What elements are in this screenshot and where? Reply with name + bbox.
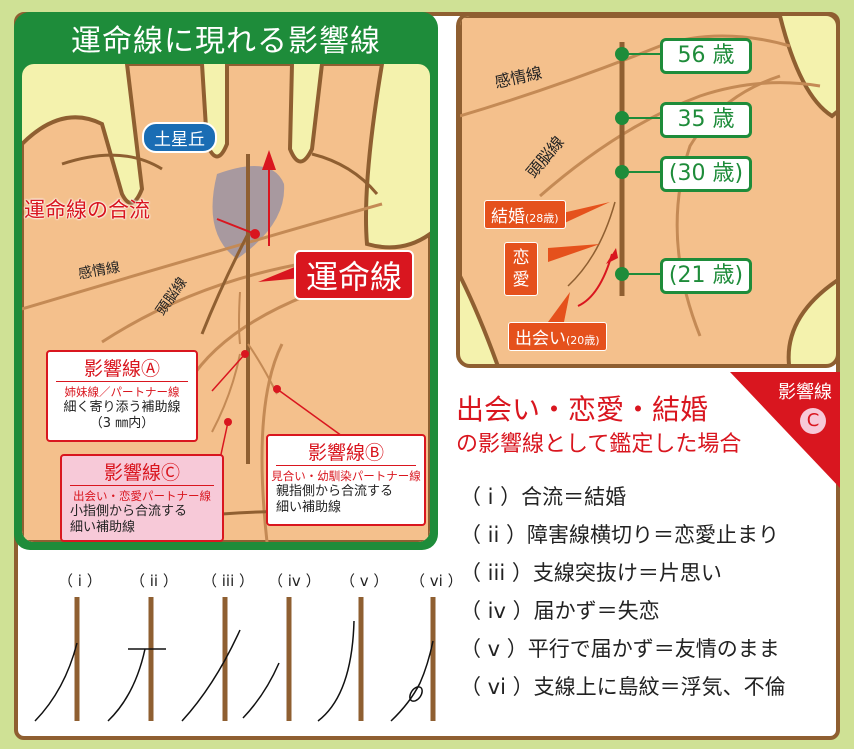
age-timeline-panel: 感情線 頭脳線 56 歳 35 歳 (30 歳) (21 歳) 結婚(28歳) … <box>456 12 840 368</box>
list-item: （ vi ）支線上に島紋＝浮気、不倫 <box>460 675 786 699</box>
card-b-desc1: 親指側から合流する <box>276 484 394 499</box>
corner-ribbon <box>730 372 840 488</box>
interpretation-list: （ i ）合流＝結婚 （ ii ）障害線横切り＝恋愛止まり （ iii ）支線突… <box>460 478 786 706</box>
corner-label: 影響線 <box>778 382 832 403</box>
explanation-subheading: の影響線として鑑定した場合 <box>456 432 742 457</box>
card-a-note: （3 ㎜内） <box>89 416 155 431</box>
merge-label: 運命線の合流 <box>24 198 150 222</box>
card-c-title: 影響線Ⓒ <box>70 458 214 486</box>
sample-line-diagrams <box>34 597 436 722</box>
influence-card-b: 影響線Ⓑ 見合い・幼馴染パートナー線 親指側から合流する 細い補助線 <box>266 434 426 526</box>
age-badge-30: (30 歳) <box>660 156 752 192</box>
card-a-subtitle: 姉妹線／パートナー線 <box>64 385 180 399</box>
fate-line-label: 運命線 <box>294 250 415 300</box>
age-badge-21: (21 歳) <box>660 258 752 294</box>
card-b-title: 影響線Ⓑ <box>276 438 416 466</box>
list-item: （ v ）平行で届かず＝友情のまま <box>460 637 780 661</box>
card-a-title: 影響線Ⓐ <box>56 354 188 382</box>
meeting-text: 出会い <box>515 329 566 349</box>
left-panel: 運命線に現れる影響線 <box>14 12 438 550</box>
list-item: （ ii ）障害線横切り＝恋愛止まり <box>460 523 780 547</box>
card-b-desc2: 細い補助線 <box>276 500 342 515</box>
sample-label-ii: （ ii ） <box>130 572 178 590</box>
meeting-age: (20歳) <box>566 334 600 347</box>
age-badge-35: 35 歳 <box>660 102 752 138</box>
list-item: （ i ）合流＝結婚 <box>460 485 627 509</box>
list-item: （ iv ）届かず＝失恋 <box>460 599 660 623</box>
marriage-badge: 結婚(28歳) <box>484 200 566 229</box>
age-badge-56: 56 歳 <box>660 38 752 74</box>
card-b-subtitle: 見合い・幼馴染パートナー線 <box>271 469 421 483</box>
hand-illustration: 土星丘 運命線の合流 運命線 感情線 頭脳線 影響線Ⓐ 姉妹線／パートナー線 細… <box>22 64 430 542</box>
explanation-heading: 出会い・恋愛・結婚 <box>456 393 709 426</box>
card-c-desc1: 小指側から合流する <box>70 504 188 519</box>
marriage-age: (28歳) <box>525 212 559 225</box>
influence-card-c: 影響線Ⓒ 出会い・恋愛パートナー線 小指側から合流する 細い補助線 <box>60 454 224 542</box>
corner-letter-badge: C <box>800 408 826 434</box>
saturn-mount-badge: 土星丘 <box>142 122 217 153</box>
sample-label-v: （ v ） <box>340 572 389 590</box>
sample-label-iv: （ iv ） <box>268 572 321 590</box>
card-c-subtitle: 出会い・恋愛パートナー線 <box>73 489 211 503</box>
sample-label-vi: （ vi ） <box>410 572 463 590</box>
left-panel-title: 運命線に現れる影響線 <box>71 24 381 59</box>
sample-label-iii: （ iii ） <box>202 572 255 590</box>
love-badge: 恋愛 <box>504 242 538 296</box>
marriage-text: 結婚 <box>491 207 525 227</box>
meeting-badge: 出会い(20歳) <box>508 322 607 351</box>
list-item: （ iii ）支線突抜け＝片思い <box>460 561 722 585</box>
sample-label-i: （ i ） <box>58 572 102 590</box>
influence-card-a: 影響線Ⓐ 姉妹線／パートナー線 細く寄り添う補助線 （3 ㎜内） <box>46 350 198 442</box>
card-c-desc2: 細い補助線 <box>70 520 136 535</box>
card-a-desc: 細く寄り添う補助線 <box>63 400 181 415</box>
